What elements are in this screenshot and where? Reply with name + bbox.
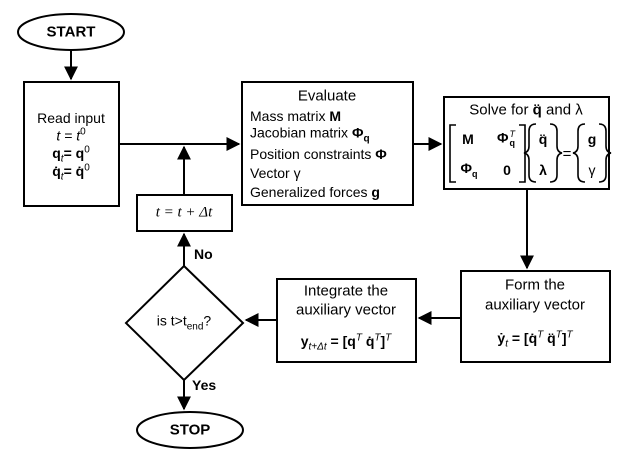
integrate-eq-y-sub: t+Δt [308, 341, 327, 353]
solve-box [443, 96, 610, 190]
decision-sub: end [186, 321, 204, 333]
read-input-t-text: t = t [56, 127, 81, 144]
matrix-brackets [449, 123, 612, 183]
decision-text: is t>t [156, 312, 187, 329]
solve-m21: Φq [461, 161, 478, 179]
form-line1: Form the [504, 276, 566, 294]
evaluate-item-vector-label: Vector [250, 165, 290, 181]
solve-r1: g [587, 131, 597, 147]
evaluate-item-mass: Mass matrix M [250, 109, 341, 123]
read-input-t-sup: 0 [80, 126, 86, 138]
solve-r2: γ [588, 162, 596, 178]
read-input-q-sym: q [52, 144, 61, 161]
form-eq-sup2: T [555, 329, 562, 341]
read-input-q: qt= q0 [52, 145, 90, 164]
solve-m12-sup: T [509, 129, 516, 139]
evaluate-item-mass-symbol: M [329, 108, 342, 124]
form-eq-y-sub: t [505, 338, 508, 350]
increment-label: t = t + Δt [155, 204, 213, 221]
evaluate-item-constraints-symbol: Φ [375, 146, 387, 162]
solve-m12-sub: q [509, 138, 516, 148]
read-input-qd: q̇t= q̇0 [52, 163, 90, 182]
evaluate-title: Evaluate [297, 87, 357, 105]
solve-m11: M [462, 131, 474, 147]
evaluate-item-vector-symbol: γ [293, 165, 301, 181]
solve-equals: = [562, 145, 572, 163]
integrate-eq-sup3: T [385, 332, 392, 344]
read-input-box [23, 81, 120, 207]
form-eq-close: ] [561, 329, 567, 346]
evaluate-item-vector: Vector γ [250, 166, 301, 180]
form-eq-mid: q̈ [547, 329, 556, 346]
form-equation: ẏt = [q̇T q̈T]T [497, 330, 572, 349]
evaluate-item-constraints: Position constraints Φ [250, 147, 387, 161]
read-input-qd-sym: q̇ [52, 162, 61, 179]
read-input-title: Read input [37, 110, 105, 126]
solve-m22: 0 [503, 162, 511, 178]
solve-m21-sym: Φ [460, 160, 473, 177]
integrate-line2: auxiliary vector [295, 301, 397, 319]
form-line2: auxiliary vector [484, 296, 586, 314]
integrate-eq-sup1: T [355, 332, 362, 344]
solve-v1: q̈ [538, 131, 548, 147]
evaluate-item-jacobian-sub: q [363, 133, 370, 145]
solve-m21-sub: q [472, 168, 478, 179]
decision-label: is t>tend? [157, 314, 211, 333]
yes-label: Yes [192, 377, 217, 393]
no-label: No [194, 246, 213, 262]
solve-title: Solve for q̈ and λ [469, 103, 582, 118]
form-eq-rhs: = [q̇ [511, 329, 538, 346]
form-eq-sup3: T [566, 329, 573, 341]
integrate-box [276, 278, 417, 363]
evaluate-item-jacobian-label: Jacobian matrix [250, 124, 349, 141]
read-input-qd-rhs: = q̇ [63, 162, 85, 179]
evaluate-item-jacobian-symbol: Φ [351, 124, 364, 141]
stop-terminal [136, 411, 244, 449]
stop-label: STOP [169, 421, 211, 439]
read-input-q-sup: 0 [84, 144, 90, 156]
start-label: START [46, 23, 96, 41]
evaluate-item-forces: Generalized forces g [250, 185, 380, 199]
integrate-equation: yt+Δt = [qT q̇T]T [301, 333, 392, 352]
evaluate-item-forces-label: Generalized forces [250, 184, 368, 200]
integrate-eq-sup2: T [374, 332, 381, 344]
evaluate-item-constraints-label: Position constraints [250, 146, 372, 162]
integrate-eq-rhs: = [q [330, 332, 356, 349]
solve-title-lambda: λ [575, 101, 583, 119]
read-input-q-rhs: = q [63, 144, 85, 161]
solve-v2: λ [539, 162, 547, 178]
integrate-eq-close: ] [380, 332, 386, 349]
read-input-qd-sup: 0 [84, 162, 90, 174]
read-input-q-sub: t [60, 153, 64, 165]
decision-question: ? [203, 312, 212, 329]
solve-title-and: and [546, 101, 572, 119]
solve-m12-sym: Φ [497, 129, 509, 146]
evaluate-item-forces-symbol: g [371, 184, 380, 200]
evaluate-item-jacobian: Jacobian matrix Φq [250, 126, 370, 145]
solve-title-prefix: Solve for [469, 101, 529, 119]
connectors [64, 50, 534, 411]
read-input-qd-sub: t [60, 171, 64, 183]
form-eq-sup1: T [537, 329, 544, 341]
read-input-t: t = t0 [56, 126, 86, 144]
integrate-eq-mid: q̇ [365, 332, 375, 349]
solve-title-qdd: q̈ [532, 101, 542, 119]
integrate-line1: Integrate the [303, 282, 389, 300]
evaluate-item-mass-label: Mass matrix [250, 108, 326, 124]
integrate-eq-y: y [300, 332, 309, 349]
form-eq-y: ẏ [497, 329, 506, 346]
form-box [460, 270, 611, 363]
